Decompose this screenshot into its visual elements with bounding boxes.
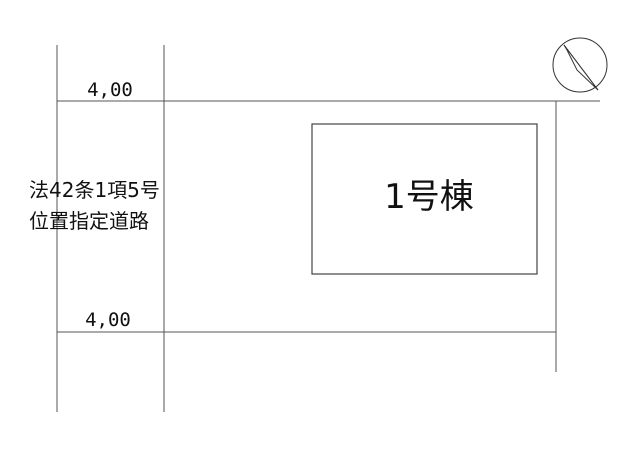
north-arrow-icon [552, 37, 608, 93]
building-footprint [311, 123, 538, 275]
road-designation-line2: 位置指定道路 [29, 209, 149, 233]
road-width-top-label: 4,00 [87, 79, 133, 101]
road-designation-line1: 法42条1項5号 [29, 178, 160, 202]
road-width-bottom-label: 4,00 [85, 309, 131, 331]
building-label: 1号棟 [384, 177, 474, 217]
